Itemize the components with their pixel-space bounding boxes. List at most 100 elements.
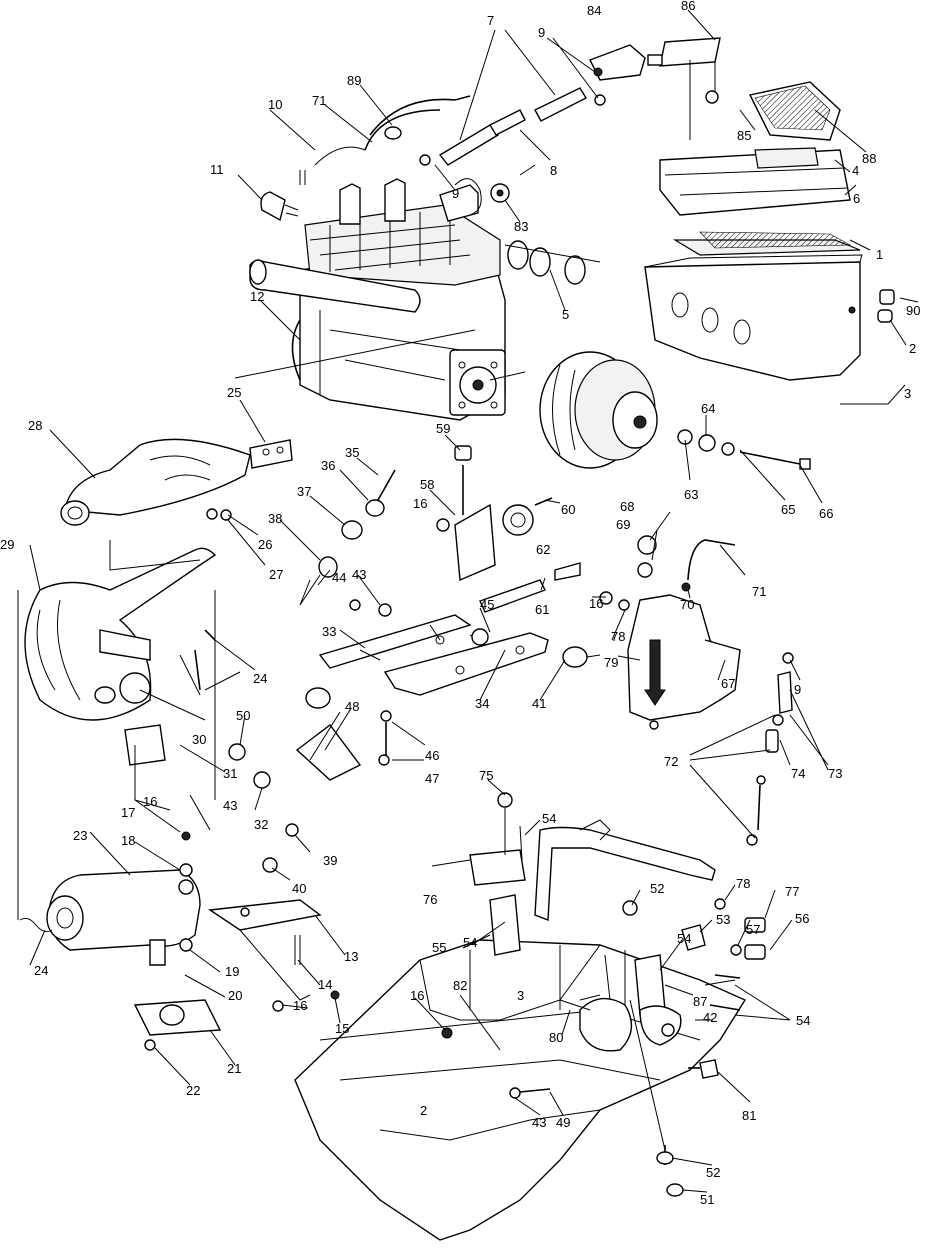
- callout-label: 80: [549, 1030, 563, 1045]
- callout-label: 48: [345, 699, 359, 714]
- callout-label: 71: [752, 584, 766, 599]
- callout-label: 59: [436, 421, 450, 436]
- callout-label: 85: [737, 128, 751, 143]
- callout-label: 38: [268, 511, 282, 526]
- callout-label: 3: [904, 386, 911, 401]
- callout-label: 42: [703, 1010, 717, 1025]
- callout-label: 55: [432, 940, 446, 955]
- callout-label: 25: [227, 385, 241, 400]
- callout-label: 75: [479, 768, 493, 783]
- callout-label: 45: [480, 597, 494, 612]
- callout-label: 16: [410, 988, 424, 1003]
- inline-mark: 3: [517, 988, 524, 1003]
- callout-label: 30: [192, 732, 206, 747]
- callout-label: 40: [292, 881, 306, 896]
- callout-label: 15: [335, 1021, 349, 1036]
- callout-label: 33: [322, 624, 336, 639]
- callout-label: 12: [250, 289, 264, 304]
- callout-label: 14: [318, 977, 332, 992]
- callout-label: 16: [413, 496, 427, 511]
- callout-label: 81: [742, 1108, 756, 1123]
- callout-label: 54: [463, 935, 477, 950]
- callout-label: 22: [186, 1083, 200, 1098]
- chassis-frame: [208, 792, 791, 1241]
- callout-label: 37: [297, 484, 311, 499]
- callout-label: 49: [556, 1115, 570, 1130]
- callout-label: 50: [236, 708, 250, 723]
- callout-label: 64: [701, 401, 715, 416]
- oil-tank: [479, 535, 741, 730]
- callout-label: 17: [121, 805, 135, 820]
- callout-label: 82: [453, 978, 467, 993]
- callout-label: 9: [452, 186, 459, 201]
- callout-label: 66: [819, 506, 833, 521]
- callout-labels: 86 84 9 7 85 88 89 10 71 11 8 9 83 4 6 1…: [0, 0, 920, 1207]
- callout-label: 10: [268, 97, 282, 112]
- callout-label: 52: [706, 1165, 720, 1180]
- callout-label: 74: [791, 766, 805, 781]
- callout-label: 7: [487, 13, 494, 28]
- callout-label: 26: [258, 537, 272, 552]
- callout-label: 68: [620, 499, 634, 514]
- callout-label: 90: [906, 303, 920, 318]
- callout-label: 32: [254, 817, 268, 832]
- callout-label: 56: [795, 911, 809, 926]
- callout-label: 35: [345, 445, 359, 460]
- callout-label: 9: [538, 25, 545, 40]
- callout-label: 54: [796, 1013, 810, 1028]
- callout-label: 11: [210, 162, 224, 177]
- engine-block: [249, 178, 526, 421]
- callout-label: 77: [785, 884, 799, 899]
- callout-label: 67: [721, 676, 735, 691]
- callout-label: 83: [514, 219, 528, 234]
- callout-label: 47: [425, 771, 439, 786]
- callout-label: 16: [293, 998, 307, 1013]
- callout-label: 23: [73, 828, 87, 843]
- callout-label: 4: [852, 163, 859, 178]
- callout-label: 19: [225, 964, 239, 979]
- callout-label: 27: [269, 567, 283, 582]
- callout-label: 36: [321, 458, 335, 473]
- callout-label: 21: [227, 1061, 241, 1076]
- fuel-line-filter: [746, 652, 794, 846]
- callout-label: 44: [332, 570, 346, 585]
- callout-label: 46: [425, 748, 439, 763]
- callout-label: 2: [909, 341, 916, 356]
- callout-label: 76: [423, 892, 437, 907]
- cables-and-controls: [260, 44, 663, 222]
- callout-label: 54: [542, 811, 556, 826]
- callout-label: 5: [562, 307, 569, 322]
- callout-label: 8: [550, 163, 557, 178]
- callout-label: 24: [34, 963, 48, 978]
- callout-label: 41: [532, 696, 546, 711]
- callout-label: 71: [312, 93, 326, 108]
- callout-label: 57: [746, 922, 760, 937]
- callout-label: 6: [853, 191, 860, 206]
- callout-label: 34: [475, 696, 489, 711]
- callout-label: 87: [693, 994, 707, 1009]
- pump-bracket: [436, 445, 553, 582]
- callout-label: 43: [532, 1115, 546, 1130]
- callout-label: 51: [700, 1192, 714, 1207]
- callout-label: 70: [680, 597, 694, 612]
- callout-label: 65: [781, 502, 795, 517]
- drive-clutch: [539, 351, 811, 470]
- inline-mark: 2: [420, 1103, 427, 1118]
- callout-label: 79: [604, 655, 618, 670]
- callout-label: 61: [535, 602, 549, 617]
- callout-label: 53: [716, 912, 730, 927]
- callout-label: 24: [253, 671, 267, 686]
- callout-label: 78: [736, 876, 750, 891]
- callout-label: 16: [143, 794, 157, 809]
- exhaust-system: [17, 438, 293, 1051]
- callout-label: 9: [794, 682, 801, 697]
- callout-label: 29: [0, 537, 14, 552]
- callout-label: 89: [347, 73, 361, 88]
- callout-label: 58: [420, 477, 434, 492]
- callout-label: 13: [344, 949, 358, 964]
- callout-label: 69: [616, 517, 630, 532]
- callout-label: 28: [28, 418, 42, 433]
- callout-label: 20: [228, 988, 242, 1003]
- callout-label: 54: [677, 931, 691, 946]
- callout-label: 31: [223, 766, 237, 781]
